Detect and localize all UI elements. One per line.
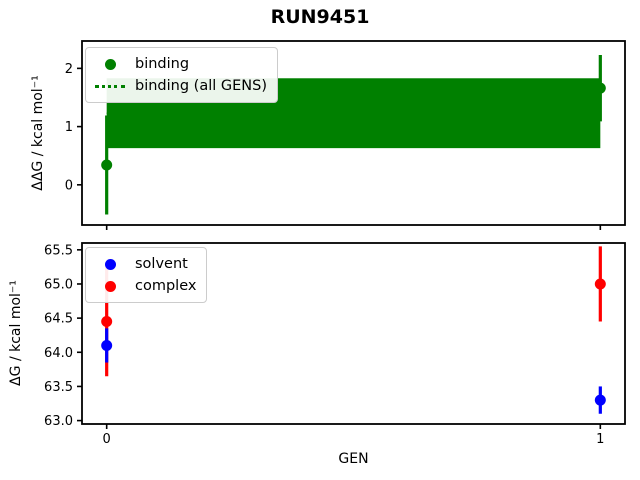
chart-title: RUN9451 <box>270 6 370 28</box>
legend-label: complex <box>135 278 197 294</box>
axes-frame <box>81 40 626 226</box>
legend-bottom: solvent complex <box>85 247 208 303</box>
legend-label: binding (all GENS) <box>135 78 267 94</box>
y-tick-label: 64.0 <box>44 346 73 361</box>
x-axis-label: GEN <box>338 451 369 467</box>
y-tick-label: 1 <box>65 120 73 135</box>
y-tick-label: 2 <box>65 62 73 77</box>
x-tick-label: 0 <box>103 432 111 447</box>
legend-label: binding <box>135 56 190 72</box>
legend-item-binding: binding <box>93 53 267 75</box>
legend-item-binding-all-gens: binding (all GENS) <box>93 75 267 97</box>
legend-item-solvent: solvent <box>93 253 196 275</box>
legend-label: solvent <box>135 256 188 272</box>
x-tick-label: 1 <box>596 432 604 447</box>
y-axis-label-top: ΔΔG / kcal mol⁻¹ <box>30 75 46 191</box>
dotted-line-icon <box>93 84 127 88</box>
data-point <box>594 394 606 406</box>
y-tick-label: 0 <box>65 178 73 193</box>
y-tick-label: 64.5 <box>44 312 73 327</box>
data-point <box>594 278 606 290</box>
data-point <box>101 316 113 328</box>
dot-marker-icon <box>93 58 127 70</box>
legend-top: binding binding (all GENS) <box>85 47 278 103</box>
data-point <box>594 82 606 94</box>
axes-frame <box>81 242 626 425</box>
dot-marker-icon <box>93 258 127 270</box>
y-tick-label: 63.5 <box>44 380 73 395</box>
data-point <box>101 339 113 351</box>
y-tick-label: 65.5 <box>44 243 73 258</box>
y-tick-label: 65.0 <box>44 277 73 292</box>
dot-marker-icon <box>93 280 127 292</box>
y-tick-label: 63.0 <box>44 414 73 429</box>
y-axis-label-bottom: ΔG / kcal mol⁻¹ <box>8 280 24 386</box>
data-point <box>101 159 113 171</box>
legend-item-complex: complex <box>93 275 196 297</box>
